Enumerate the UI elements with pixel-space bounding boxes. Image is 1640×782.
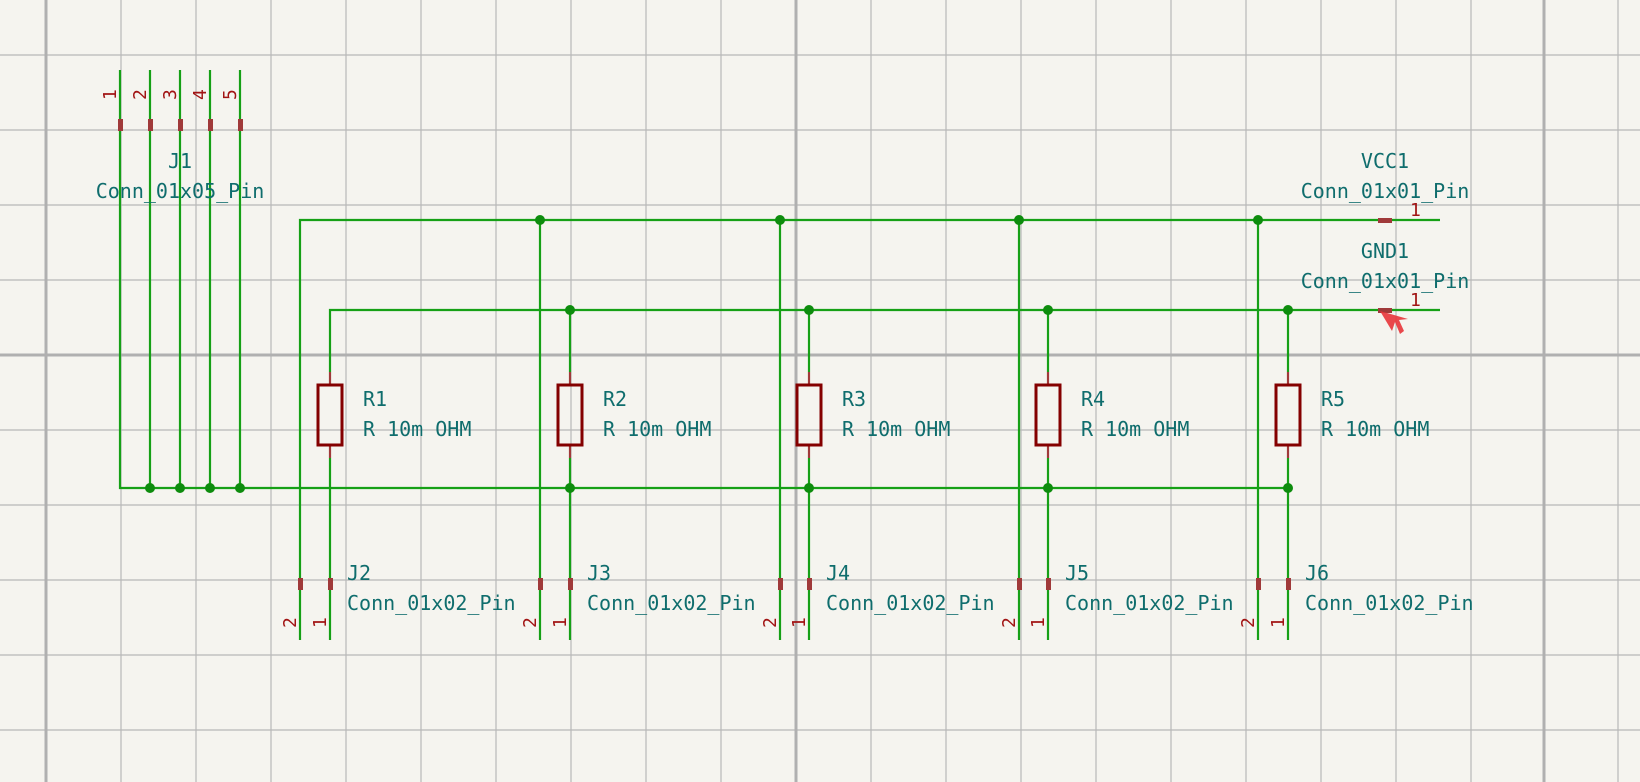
pin-mark xyxy=(1017,578,1022,590)
connector-gnd1[interactable]: 1 GND1 Conn_01x01_Pin xyxy=(1301,239,1470,313)
value-label[interactable]: Conn_01x01_Pin xyxy=(1301,269,1470,293)
value-label[interactable]: Conn_01x05_Pin xyxy=(96,179,265,203)
resistor-body xyxy=(556,383,584,447)
connector-j2[interactable]: 2 1 J2 Conn_01x02_Pin xyxy=(280,561,516,628)
value-label[interactable]: R 10m OHM xyxy=(363,417,471,441)
value-label[interactable]: R 10m OHM xyxy=(1321,417,1429,441)
pin-number: 1 xyxy=(1410,200,1421,221)
pin-number: 2 xyxy=(130,89,151,100)
connector-j5[interactable]: 2 1 J5 Conn_01x02_Pin xyxy=(999,561,1234,628)
value-label[interactable]: Conn_01x02_Pin xyxy=(826,591,995,615)
value-label[interactable]: Conn_01x02_Pin xyxy=(1065,591,1234,615)
value-label[interactable]: R 10m OHM xyxy=(603,417,711,441)
pin-mark xyxy=(568,578,573,590)
resistor-body xyxy=(1034,383,1062,447)
value-label[interactable]: Conn_01x01_Pin xyxy=(1301,179,1470,203)
pin-mark xyxy=(328,578,333,590)
pin-number: 2 xyxy=(1238,617,1259,628)
value-label[interactable]: Conn_01x02_Pin xyxy=(587,591,756,615)
value-label[interactable]: R 10m OHM xyxy=(842,417,950,441)
pin-mark xyxy=(118,119,123,131)
reference-label[interactable]: J2 xyxy=(347,561,371,585)
resistor-r5[interactable]: R5 R 10m OHM xyxy=(1274,372,1429,458)
reference-label[interactable]: R4 xyxy=(1081,387,1105,411)
value-label[interactable]: R 10m OHM xyxy=(1081,417,1189,441)
pin-number: 2 xyxy=(280,617,301,628)
value-label[interactable]: Conn_01x02_Pin xyxy=(1305,591,1474,615)
pin-mark xyxy=(1046,578,1051,590)
pin-number: 1 xyxy=(310,617,331,628)
pin-mark xyxy=(298,578,303,590)
resistor-body xyxy=(795,383,823,447)
pin-mark xyxy=(208,119,213,131)
resistor-r3[interactable]: R3 R 10m OHM xyxy=(795,372,950,458)
pin-number: 5 xyxy=(220,89,241,100)
resistor-body xyxy=(316,383,344,447)
reference-label[interactable]: J6 xyxy=(1305,561,1329,585)
pin-mark xyxy=(807,578,812,590)
pin-number: 2 xyxy=(999,617,1020,628)
reference-label[interactable]: J4 xyxy=(826,561,850,585)
connector-j1[interactable]: 1 2 3 4 5 J1 Conn_01x05_Pin xyxy=(96,89,265,203)
pin-mark xyxy=(1378,308,1392,313)
pin-mark xyxy=(1286,578,1291,590)
pin-mark xyxy=(778,578,783,590)
reference-label[interactable]: R1 xyxy=(363,387,387,411)
cursor-arrow-icon xyxy=(1380,311,1408,334)
pin-mark xyxy=(538,578,543,590)
pin-number: 4 xyxy=(190,89,211,100)
connector-j6[interactable]: 2 1 J6 Conn_01x02_Pin xyxy=(1238,561,1474,628)
pin-number: 1 xyxy=(1410,290,1421,311)
pin-number: 1 xyxy=(1028,617,1049,628)
resistor-body xyxy=(1274,383,1302,447)
connector-vcc1[interactable]: 1 VCC1 Conn_01x01_Pin xyxy=(1301,149,1470,223)
resistor-r4[interactable]: R4 R 10m OHM xyxy=(1034,372,1189,458)
reference-label[interactable]: J1 xyxy=(168,149,192,173)
reference-label[interactable]: R5 xyxy=(1321,387,1345,411)
resistor-r1[interactable]: R1 R 10m OHM xyxy=(316,372,471,458)
resistor-r2[interactable]: R2 R 10m OHM xyxy=(556,372,711,458)
pin-number: 1 xyxy=(100,89,121,100)
pin-mark xyxy=(178,119,183,131)
pin-mark xyxy=(1378,218,1392,223)
pin-mark xyxy=(1256,578,1261,590)
pin-mark xyxy=(148,119,153,131)
pin-number: 2 xyxy=(760,617,781,628)
junctions xyxy=(145,215,1293,493)
reference-label[interactable]: VCC1 xyxy=(1361,149,1409,173)
reference-label[interactable]: J5 xyxy=(1065,561,1089,585)
pin-number: 1 xyxy=(550,617,571,628)
reference-label[interactable]: GND1 xyxy=(1361,239,1409,263)
pin-number: 3 xyxy=(160,89,181,100)
reference-label[interactable]: J3 xyxy=(587,561,611,585)
pin-number: 1 xyxy=(1268,617,1289,628)
connector-j4[interactable]: 2 1 J4 Conn_01x02_Pin xyxy=(760,561,995,628)
value-label[interactable]: Conn_01x02_Pin xyxy=(347,591,516,615)
pin-number: 1 xyxy=(789,617,810,628)
wires[interactable] xyxy=(118,70,1440,640)
reference-label[interactable]: R3 xyxy=(842,387,866,411)
reference-label[interactable]: R2 xyxy=(603,387,627,411)
pin-number: 2 xyxy=(520,617,541,628)
pin-mark xyxy=(238,119,243,131)
connector-j3[interactable]: 2 1 J3 Conn_01x02_Pin xyxy=(520,561,756,628)
